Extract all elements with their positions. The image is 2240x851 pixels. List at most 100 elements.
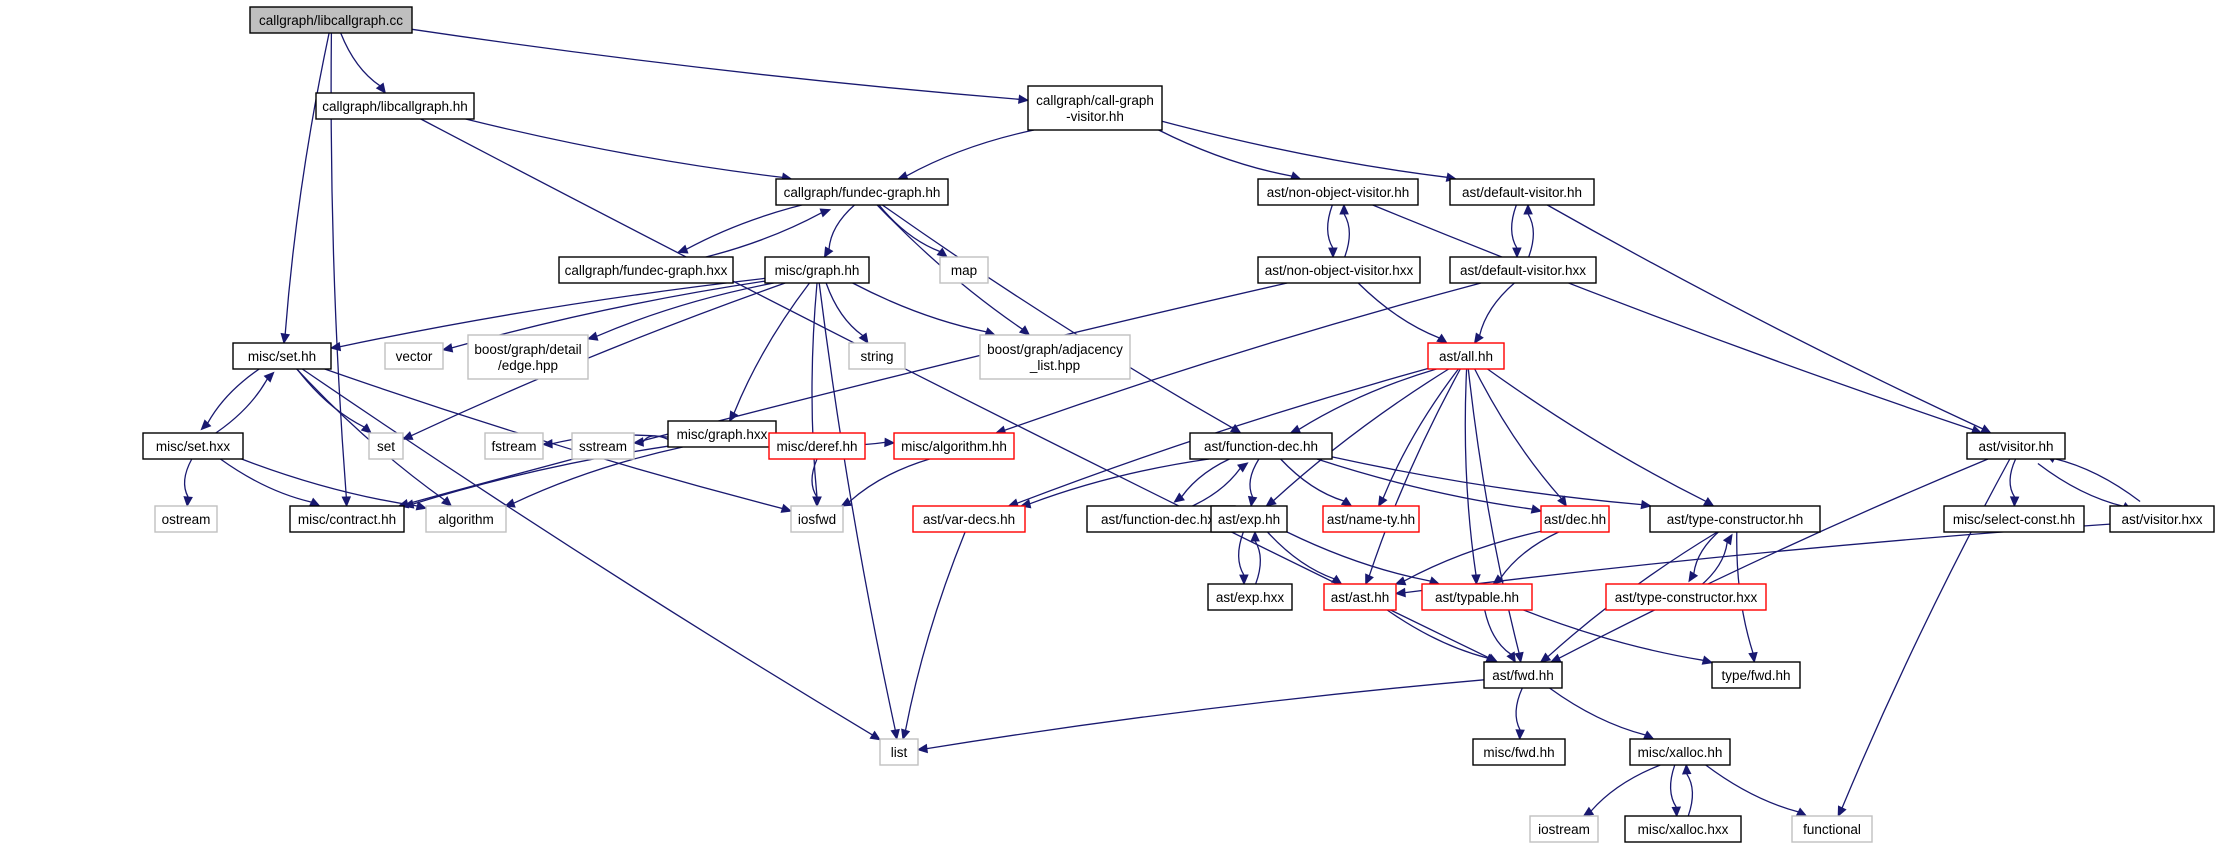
node-box [368, 432, 404, 460]
edge-line [420, 118, 1490, 659]
node-novx[interactable]: ast/non-object-visitor.hxx [1257, 256, 1421, 284]
node-label: ast/ast.hh [1331, 590, 1390, 605]
node-gx[interactable]: misc/graph.hxx [667, 420, 777, 448]
edge-arrowhead [1365, 573, 1374, 586]
edge-arrowhead [1512, 247, 1522, 259]
edge-arrowhead [586, 331, 599, 341]
node-asth[interactable]: ast/ast.hh [1323, 583, 1397, 611]
edge-arrowhead [1018, 325, 1031, 336]
edge-line [2009, 458, 2017, 498]
edge-line [1511, 204, 1518, 249]
edge-ghh-to-edge [586, 282, 774, 341]
node-tcx[interactable]: ast/type-constructor.hxx [1605, 583, 1767, 611]
edge-novx-to-nov [1339, 203, 1350, 258]
node-cghh[interactable]: callgraph/libcallgraph.hh [315, 92, 475, 120]
node-setx[interactable]: misc/set.hxx [142, 432, 244, 460]
node-fwd[interactable]: ast/fwd.hh [1483, 661, 1563, 689]
edge-line [1004, 282, 1482, 431]
node-typ[interactable]: ast/typable.hh [1421, 583, 1533, 611]
edge-arrowhead [541, 439, 553, 449]
edge-arrowhead [1339, 203, 1349, 215]
node-label: ast/var-decs.hh [923, 512, 1015, 527]
node-dv[interactable]: ast/default-visitor.hh [1449, 178, 1595, 206]
edge-expx-to-exph [1250, 530, 1261, 585]
edge-line [1273, 368, 1450, 502]
node-dech[interactable]: ast/dec.hh [1540, 505, 1610, 533]
node-tfwd[interactable]: type/fwd.hh [1711, 661, 1801, 689]
edge-line [811, 458, 818, 498]
node-seth[interactable]: misc/set.hh [232, 342, 332, 370]
edge-typ-to-fwd [1484, 609, 1516, 664]
edge-fdh-to-dech [1316, 458, 1543, 514]
nodes-layer: callgraph/libcallgraph.cc callgraph/libca… [142, 6, 2215, 843]
node-xalx[interactable]: misc/xalloc.hxx [1624, 815, 1742, 843]
node-algo[interactable]: misc/algorithm.hh [893, 432, 1015, 460]
node-xal[interactable]: misc/xalloc.hh [1629, 738, 1731, 766]
node-tch[interactable]: ast/type-constructor.hh [1649, 505, 1821, 533]
node-box [879, 738, 919, 766]
edge-line [1183, 467, 1241, 511]
node-box [1966, 432, 2066, 460]
edge-arrowhead [1582, 806, 1595, 817]
node-string: string [848, 342, 906, 370]
node-namety[interactable]: ast/name-ty.hh [1322, 505, 1420, 533]
node-vdh[interactable]: ast/var-decs.hh [912, 505, 1026, 533]
node-box [1649, 505, 1821, 533]
node-box [768, 432, 866, 460]
node-nov[interactable]: ast/non-object-visitor.hh [1257, 178, 1419, 206]
edge-line [1523, 609, 1704, 661]
node-fdgx[interactable]: callgraph/fundec-graph.hxx [558, 256, 734, 284]
edge-line [1368, 368, 1461, 577]
node-mfwd[interactable]: misc/fwd.hh [1472, 738, 1566, 766]
edge-line [1558, 458, 1989, 659]
node-box [1449, 178, 1595, 206]
node-label: ostream [162, 512, 211, 527]
node-fdg[interactable]: callgraph/fundec-graph.hh [775, 178, 949, 206]
node-label: ast/default-visitor.hxx [1460, 263, 1586, 278]
edge-ghh-to-string [825, 282, 869, 345]
edge-line [411, 28, 1020, 100]
edge-line [411, 282, 786, 437]
node-label: misc/algorithm.hh [901, 439, 1007, 454]
node-exph[interactable]: ast/exp.hh [1210, 505, 1288, 533]
node-adj: boost/graph/adjacency_list.hpp [979, 334, 1131, 380]
node-ghh[interactable]: misc/graph.hh [764, 256, 870, 284]
node-all[interactable]: ast/all.hh [1427, 342, 1505, 370]
edge-fdx-to-fdh [1183, 462, 1249, 511]
edge-fdh-to-namety [1280, 458, 1353, 507]
node-visx[interactable]: ast/visitor.hxx [2109, 505, 2215, 533]
edge-arrowhead [1671, 806, 1682, 818]
edge-line [848, 458, 930, 503]
edge-arrowhead [402, 499, 415, 509]
node-label: callgraph/call-graph [1036, 93, 1154, 108]
edge-ghh-to-seth [329, 277, 766, 352]
node-selc[interactable]: misc/select-const.hh [1943, 505, 2085, 533]
edge-arrowhead [1394, 576, 1407, 586]
node-box [1529, 815, 1599, 843]
node-cc[interactable]: callgraph/libcallgraph.cc [249, 6, 413, 34]
edge-arrowhead [183, 496, 193, 508]
edge-line [825, 282, 864, 337]
node-fdh[interactable]: ast/function-dec.hh [1189, 432, 1333, 460]
edge-line [1686, 773, 1694, 817]
node-box [154, 505, 218, 533]
node-label: misc/select-const.hh [1953, 512, 2075, 527]
node-vis[interactable]: ast/visitor.hh [1966, 432, 2066, 460]
node-expx[interactable]: ast/exp.hxx [1207, 583, 1293, 611]
node-box [979, 334, 1131, 380]
edge-ghh-to-set [401, 282, 786, 440]
node-box [1322, 505, 1420, 533]
node-cgv[interactable]: callgraph/call-graph-visitor.hh [1027, 85, 1163, 131]
node-label: type/fwd.hh [1721, 668, 1790, 683]
node-deref[interactable]: misc/deref.hh [768, 432, 866, 460]
edge-line [1316, 458, 1533, 510]
node-box [425, 505, 507, 533]
edge-tch-to-tcx [1688, 528, 1723, 583]
edge-asth-to-fwd [1386, 609, 1497, 663]
node-box [667, 420, 777, 448]
node-dvx[interactable]: ast/default-visitor.hxx [1449, 256, 1597, 284]
edge-arrowhead [1549, 653, 1562, 663]
node-contract[interactable]: misc/contract.hh [289, 505, 405, 533]
edge-arrowhead [840, 497, 852, 507]
node-label: misc/set.hxx [156, 439, 231, 454]
